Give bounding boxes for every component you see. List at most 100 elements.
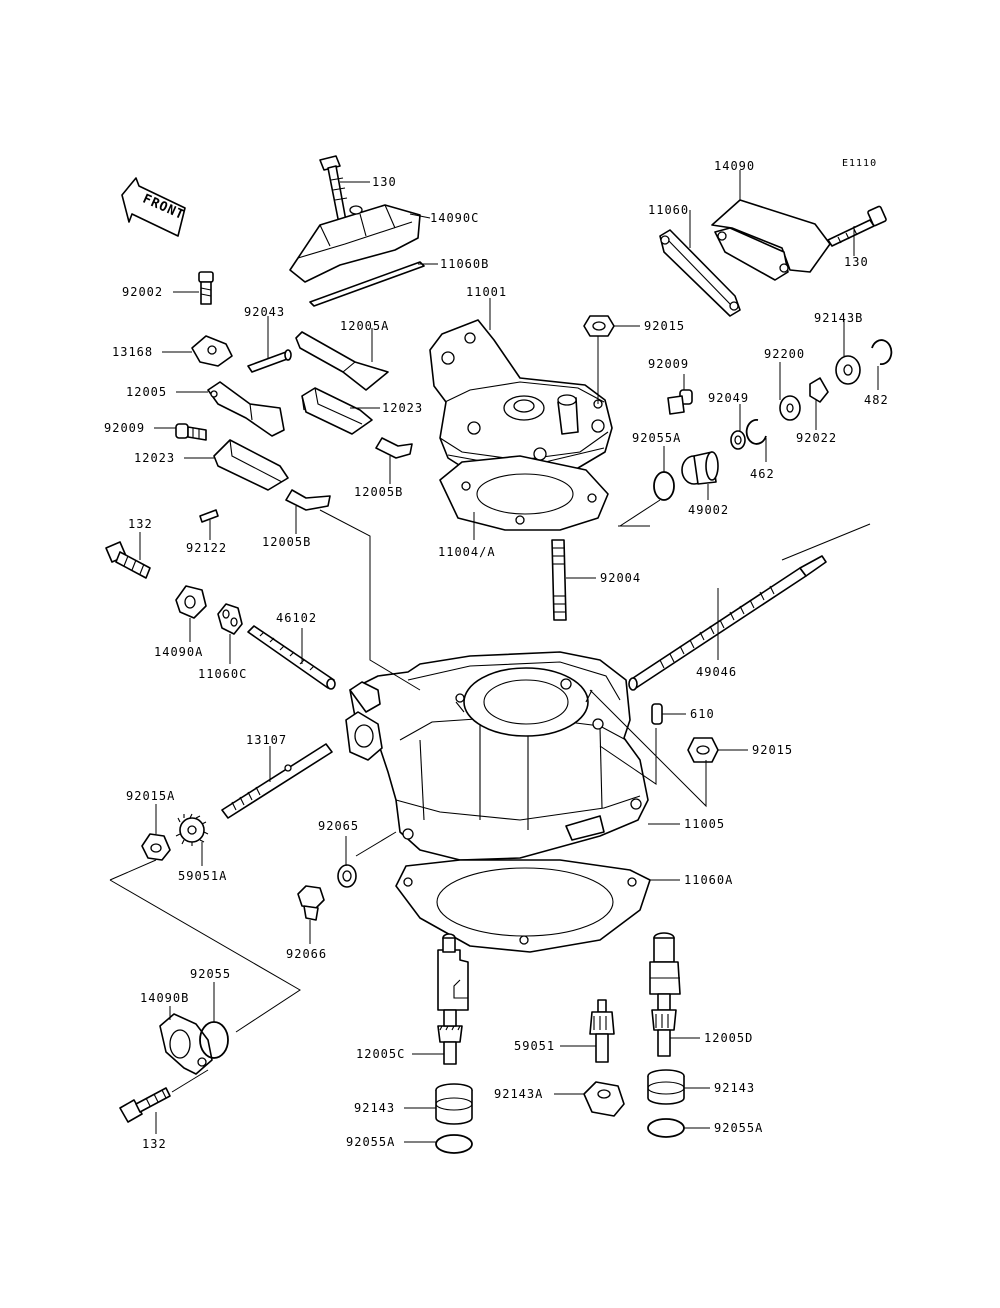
label-14090: 14090	[714, 159, 755, 173]
label-14090B: 14090B	[140, 991, 189, 1005]
label-14090A: 14090A	[154, 645, 203, 659]
bolt-132-bottom	[119, 1087, 171, 1123]
label-12005B-a: 12005B	[354, 485, 403, 499]
label-92055: 92055	[190, 967, 231, 981]
label-92015-mid: 92015	[752, 743, 793, 757]
label-12005B-b: 12005B	[262, 535, 311, 549]
label-132-b: 132	[142, 1137, 167, 1151]
label-13107: 13107	[246, 733, 287, 747]
bushing-92143A	[583, 1081, 625, 1117]
label-11060C: 11060C	[198, 667, 247, 681]
label-92015-top: 92015	[644, 319, 685, 333]
valve-holder-12023-a	[301, 387, 373, 435]
part-number-labels: E1110 130 14090C 11060B 92002 92043 1200…	[104, 158, 888, 1151]
label-12023-a: 12023	[382, 401, 423, 415]
bushing-92143B	[835, 355, 861, 385]
bushing-49002	[681, 451, 719, 485]
label-610: 610	[690, 707, 715, 721]
pin-92043	[247, 349, 292, 373]
oring-92055A-left	[435, 1134, 473, 1154]
oring-92055A-right	[647, 1118, 685, 1138]
label-92200: 92200	[764, 347, 805, 361]
base-gasket-11060A	[395, 859, 651, 953]
label-46102: 46102	[276, 611, 317, 625]
label-130-right: 130	[844, 255, 869, 269]
cap-14090A	[175, 585, 207, 619]
label-11060: 11060	[648, 203, 689, 217]
bolt-130-top	[319, 155, 349, 235]
bolt-130-right	[827, 205, 887, 247]
label-92143A: 92143A	[494, 1087, 543, 1101]
bolt-92002	[198, 271, 214, 305]
gear-59051A	[175, 813, 209, 846]
valve-holder-12023-b	[213, 439, 289, 491]
label-11001: 11001	[466, 285, 507, 299]
valve-12005A	[295, 331, 389, 391]
label-92022: 92022	[796, 431, 837, 445]
stud-92004	[551, 539, 567, 621]
label-92065: 92065	[318, 819, 359, 833]
bolt-92009-left	[175, 423, 207, 441]
label-12005A: 12005A	[340, 319, 389, 333]
washer-92049	[730, 430, 746, 450]
label-14090C: 14090C	[430, 211, 479, 225]
label-13168: 13168	[112, 345, 153, 359]
label-59051: 59051	[514, 1039, 555, 1053]
valve-12005B-b	[285, 489, 331, 511]
nut-92015-top	[583, 315, 615, 337]
label-130-top: 130	[372, 175, 397, 189]
label-11005: 11005	[684, 817, 725, 831]
label-12005: 12005	[126, 385, 167, 399]
label-92066: 92066	[286, 947, 327, 961]
cylinder-head-11001	[429, 319, 613, 479]
label-92055A-top: 92055A	[632, 431, 681, 445]
nut-92015A	[141, 833, 171, 861]
label-92002: 92002	[122, 285, 163, 299]
clamp-13168	[191, 335, 233, 367]
head-gasket-11004A	[439, 455, 609, 531]
plug-92066	[297, 885, 325, 921]
label-92015A: 92015A	[126, 789, 175, 803]
pin-610	[651, 703, 663, 725]
label-92009-right: 92009	[648, 357, 689, 371]
label-11060A: 11060A	[684, 873, 733, 887]
gasket-11060C	[217, 603, 243, 635]
circlip-482	[871, 339, 893, 365]
bolt-132-top	[105, 541, 151, 579]
valve-12005	[207, 381, 285, 437]
gasket-11060B	[309, 261, 425, 307]
collar-92022	[809, 377, 829, 403]
label-12005C: 12005C	[356, 1047, 405, 1061]
diagram-code: E1110	[842, 158, 877, 169]
washer-92200	[779, 395, 801, 421]
gear-59051	[589, 999, 615, 1063]
bushing-92143-right	[647, 1069, 685, 1105]
cover-14090	[711, 199, 831, 281]
label-92122: 92122	[186, 541, 227, 555]
label-92009-left: 92009	[104, 421, 145, 435]
label-49002: 49002	[688, 503, 729, 517]
shaft-13107	[221, 743, 333, 819]
label-92143B: 92143B	[814, 311, 863, 325]
label-92143-left: 92143	[354, 1101, 395, 1115]
label-462: 462	[750, 467, 775, 481]
valve-12005D	[649, 932, 681, 1057]
pin-92122	[199, 509, 219, 523]
valve-12005C	[437, 933, 469, 1065]
washer-92065	[337, 864, 357, 888]
label-92043: 92043	[244, 305, 285, 319]
label-12005D: 12005D	[704, 1031, 753, 1045]
cap-14090B	[159, 1013, 213, 1075]
label-92004: 92004	[600, 571, 641, 585]
label-92143-right: 92143	[714, 1081, 755, 1095]
bushing-92143-left	[435, 1083, 473, 1125]
label-92055A-left: 92055A	[346, 1135, 395, 1149]
gasket-11060	[659, 229, 741, 317]
cover-14090C	[289, 204, 421, 283]
bolt-92009-right	[667, 389, 693, 415]
label-59051A: 59051A	[178, 869, 227, 883]
cylinder-11005	[345, 651, 649, 861]
label-92055A-right: 92055A	[714, 1121, 763, 1135]
